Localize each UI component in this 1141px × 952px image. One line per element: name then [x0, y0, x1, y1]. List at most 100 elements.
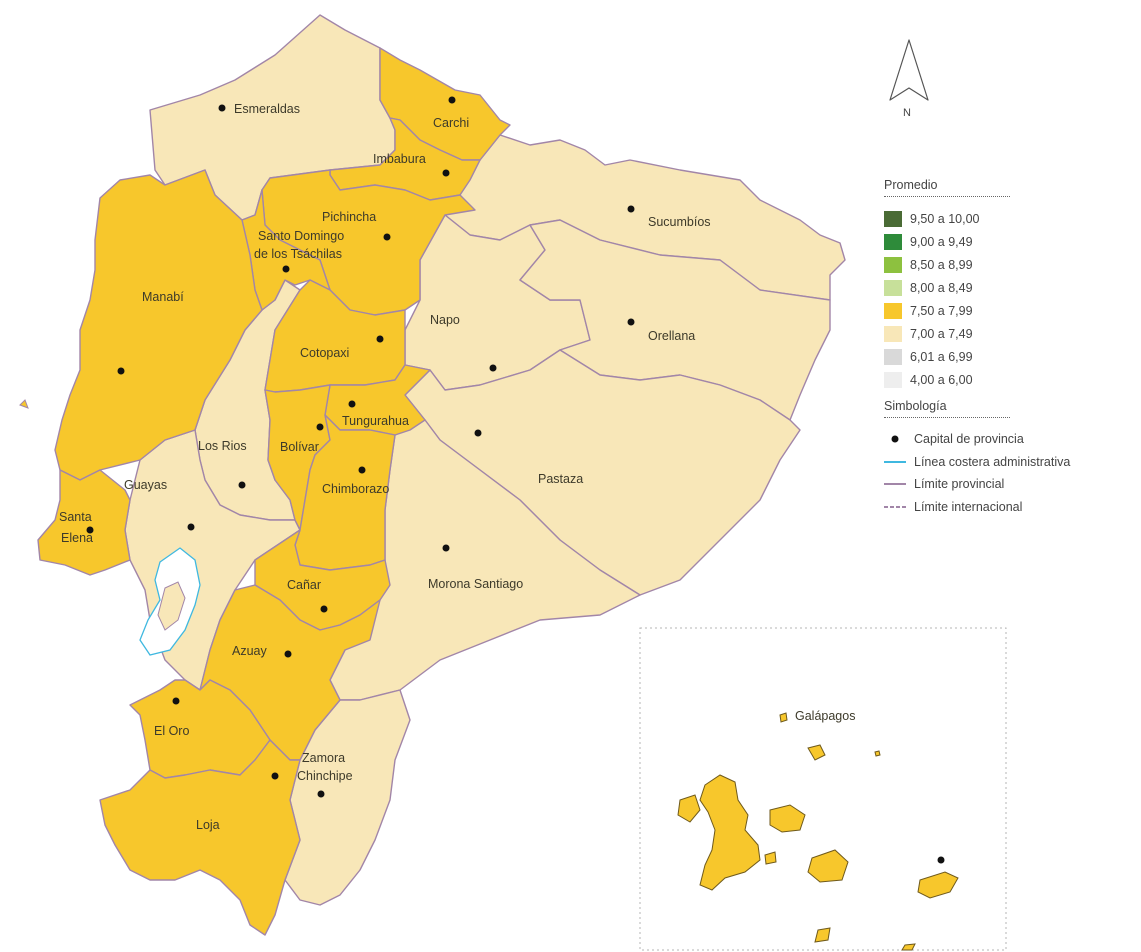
- symbol-label: Límite internacional: [914, 499, 1023, 514]
- label-zamora: Zamora: [302, 751, 345, 765]
- symbol-row-provincial: Límite provincial: [884, 473, 1139, 496]
- label-guayas: Guayas: [124, 478, 167, 492]
- capital-dot-icon: [442, 169, 450, 177]
- legend-class-label: 7,50 a 7,99: [910, 303, 973, 318]
- province-loja[interactable]: [99, 739, 301, 936]
- capital-dot-icon: [627, 318, 635, 326]
- capital-dot-icon: [474, 429, 482, 437]
- label-zamora-2: Chinchipe: [297, 769, 353, 783]
- label-pichincha: Pichincha: [322, 210, 376, 224]
- label-carchi: Carchi: [433, 116, 469, 130]
- legend-swatch: [884, 325, 902, 342]
- symbol-row-international: Límite internacional: [884, 496, 1139, 519]
- galapagos-islands[interactable]: [677, 712, 959, 951]
- symbol-label: Línea costera administrativa: [914, 454, 1071, 469]
- capital-dot-icon: [937, 856, 945, 864]
- legend-class-row: 7,50 a 7,99: [884, 299, 1139, 322]
- galapagos-inset-frame: [639, 627, 1007, 951]
- legend-class-label: 6,01 a 6,99: [910, 349, 973, 364]
- symbol-label: Capital de provincia: [914, 432, 1024, 447]
- symbol-label: Límite provincial: [914, 477, 1005, 492]
- capital-dot-icon: [271, 772, 279, 780]
- province-manabi[interactable]: [54, 169, 263, 481]
- legend-class-row: 7,00 a 7,49: [884, 322, 1139, 345]
- legend-class-row: 9,00 a 9,49: [884, 230, 1139, 253]
- symbology-title: Simbología: [884, 399, 947, 413]
- symbology-divider: [884, 417, 1010, 418]
- legend-class-row: 4,00 a 6,00: [884, 368, 1139, 391]
- label-tungurahua: Tungurahua: [342, 414, 409, 428]
- label-chimborazo: Chimborazo: [322, 482, 389, 496]
- label-bolivar: Bolívar: [280, 440, 319, 454]
- label-morona-santiago: Morona Santiago: [428, 577, 523, 591]
- label-santo-domingo-2: de los Tsáchilas: [254, 247, 342, 261]
- north-label: N: [903, 107, 911, 119]
- label-santa-elena-2: Elena: [61, 531, 93, 545]
- legend-class-row: 8,00 a 8,49: [884, 276, 1139, 299]
- label-santo-domingo: Santo Domingo: [258, 229, 344, 243]
- label-napo: Napo: [430, 313, 460, 327]
- capital-dot-icon: [218, 104, 226, 112]
- label-galapagos: Galápagos: [795, 709, 855, 723]
- legend-class-label: 4,00 a 6,00: [910, 372, 973, 387]
- label-azuay: Azuay: [232, 644, 267, 658]
- capital-dot-icon: [316, 423, 324, 431]
- provincial-boundary-icon: [884, 481, 906, 487]
- label-cotopaxi: Cotopaxi: [300, 346, 349, 360]
- capital-dot-icon: [448, 96, 456, 104]
- label-canar: Cañar: [287, 578, 321, 592]
- capital-dot-icon: [489, 364, 497, 372]
- province-santa-elena[interactable]: [37, 469, 131, 576]
- legend-swatch: [884, 279, 902, 296]
- capital-dot-icon: [282, 265, 290, 273]
- legend-swatch: [884, 256, 902, 273]
- legend-swatch: [884, 302, 902, 319]
- legend-class-label: 9,00 a 9,49: [910, 234, 973, 249]
- legend-class-label: 8,00 a 8,49: [910, 280, 973, 295]
- label-pastaza: Pastaza: [538, 472, 583, 486]
- capital-dot-icon: [442, 544, 450, 552]
- label-loja: Loja: [196, 818, 220, 832]
- label-orellana: Orellana: [648, 329, 695, 343]
- symbol-row-coastline: Línea costera administrativa: [884, 451, 1139, 474]
- capital-dot-icon: [86, 526, 94, 534]
- legend-class-row: 6,01 a 6,99: [884, 345, 1139, 368]
- legend-class-list: 9,50 a 10,00 9,00 a 9,49 8,50 a 8,99 8,0…: [884, 207, 1139, 391]
- legend-class-row: 9,50 a 10,00: [884, 207, 1139, 230]
- capital-dot-icon: [884, 434, 906, 444]
- symbol-row-capital: Capital de provincia: [884, 428, 1139, 451]
- legend-divider: [884, 196, 1010, 197]
- capital-dot-icon: [376, 335, 384, 343]
- legend-swatch: [884, 371, 902, 388]
- gulf-of-guayaquil: [19, 399, 201, 656]
- north-arrow-icon: [889, 39, 929, 101]
- legend-class-label: 7,00 a 7,49: [910, 326, 973, 341]
- capital-dot-icon: [627, 205, 635, 213]
- legend-swatch: [884, 210, 902, 227]
- legend-swatch: [884, 233, 902, 250]
- international-boundary-icon: [884, 504, 906, 510]
- capital-dot-icon: [317, 790, 325, 798]
- capital-dot-icon: [117, 367, 125, 375]
- legend-class-label: 8,50 a 8,99: [910, 257, 973, 272]
- label-el-oro: El Oro: [154, 724, 189, 738]
- legend: Promedio 9,50 a 10,00 9,00 a 9,49 8,50 a…: [884, 178, 1139, 518]
- legend-class-label: 9,50 a 10,00: [910, 211, 980, 226]
- label-esmeraldas: Esmeraldas: [234, 102, 300, 116]
- coastline-icon: [884, 459, 906, 465]
- legend-class-row: 8,50 a 8,99: [884, 253, 1139, 276]
- label-santa-elena: Santa: [59, 510, 92, 524]
- label-sucumbios: Sucumbíos: [648, 215, 711, 229]
- label-imbabura: Imbabura: [373, 152, 426, 166]
- capital-dot-icon: [320, 605, 328, 613]
- capital-dot-icon: [358, 466, 366, 474]
- legend-swatch: [884, 348, 902, 365]
- capital-dot-icon: [348, 400, 356, 408]
- capital-dots: [86, 96, 945, 864]
- capital-dot-icon: [383, 233, 391, 241]
- legend-title: Promedio: [884, 178, 938, 192]
- capital-dot-icon: [284, 650, 292, 658]
- label-manabi: Manabí: [142, 290, 184, 304]
- capital-dot-icon: [172, 697, 180, 705]
